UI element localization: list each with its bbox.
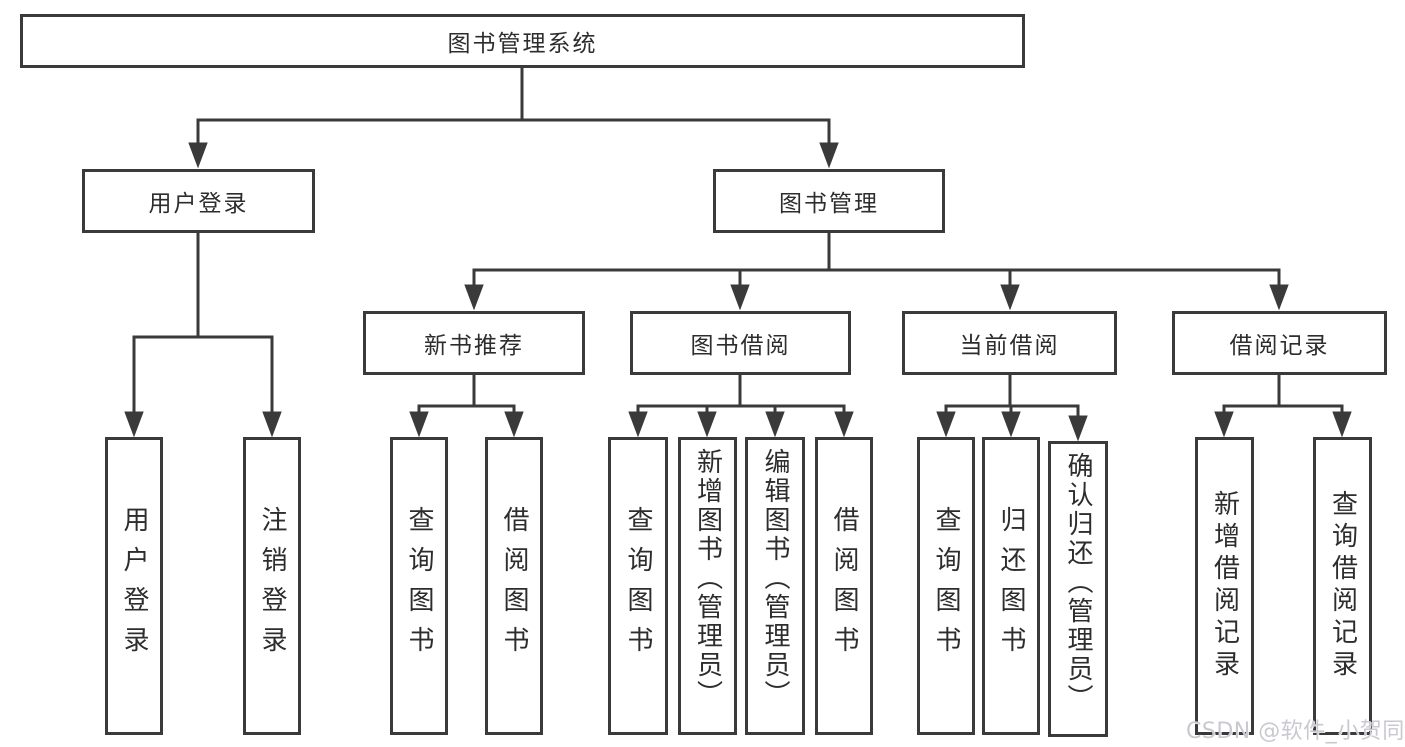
node-book-management: 图书管理	[713, 169, 945, 233]
node-current-borrow: 当前借阅	[902, 311, 1117, 375]
leaf-nb-query-books: 查询图书	[390, 437, 448, 735]
connector-book-mgmt-bus	[464, 232, 1289, 311]
leaf-bb-borrow-books-label: 借阅图书	[829, 506, 859, 666]
node-new-book-recommend-label: 新书推荐	[424, 333, 524, 359]
node-new-book-recommend: 新书推荐	[363, 311, 585, 375]
node-current-borrow-label: 当前借阅	[959, 333, 1060, 359]
node-user-login-label: 用户登录	[148, 191, 249, 217]
leaf-br-add-record-label: 新增借阅记录	[1209, 490, 1240, 682]
connector-root-trunk	[188, 68, 839, 169]
leaf-cb-query-books-label: 查询图书	[931, 506, 961, 666]
leaf-cb-confirm-return-admin: 确认归还（管理员）	[1048, 441, 1108, 737]
leaf-br-add-record: 新增借阅记录	[1195, 437, 1254, 735]
node-borrow-records: 借阅记录	[1172, 311, 1387, 375]
node-user-login: 用户登录	[82, 169, 315, 233]
connector-borrow-records	[1214, 374, 1352, 438]
leaf-br-query-record-label: 查询借阅记录	[1327, 490, 1358, 682]
leaf-logout-label: 注销登录	[257, 506, 287, 666]
connector-new-book-recommend	[409, 374, 524, 438]
connector-user-login-subtree	[124, 232, 282, 438]
leaf-bb-add-books-admin-label: 新增图书（管理员）	[692, 448, 723, 709]
node-root: 图书管理系统	[20, 14, 1025, 68]
leaf-cb-return-books-label: 归还图书	[996, 506, 1026, 666]
connector-current-borrow	[936, 374, 1088, 442]
leaf-bb-query-books: 查询图书	[608, 437, 668, 735]
leaf-bb-query-books-label: 查询图书	[623, 506, 653, 666]
leaf-nb-borrow-books-label: 借阅图书	[499, 506, 529, 666]
node-borrow-records-label: 借阅记录	[1229, 333, 1330, 359]
leaf-bb-edit-books-admin: 编辑图书（管理员）	[745, 437, 805, 735]
leaf-bb-edit-books-admin-label: 编辑图书（管理员）	[760, 448, 790, 709]
connector-book-borrow	[628, 374, 854, 438]
node-root-label: 图书管理系统	[447, 31, 598, 57]
node-book-management-label: 图书管理	[779, 191, 879, 217]
leaf-nb-borrow-books: 借阅图书	[485, 437, 543, 735]
node-book-borrow-label: 图书借阅	[690, 333, 791, 359]
leaf-user-login: 用户登录	[105, 437, 163, 735]
leaf-bb-add-books-admin: 新增图书（管理员）	[678, 437, 737, 735]
csdn-watermark: CSDN @软件_小贺同学	[1186, 719, 1405, 744]
leaf-logout: 注销登录	[243, 437, 301, 735]
node-book-borrow: 图书借阅	[630, 311, 851, 375]
leaf-bb-borrow-books: 借阅图书	[815, 437, 873, 735]
leaf-br-query-record: 查询借阅记录	[1313, 437, 1372, 735]
leaf-cb-confirm-return-admin-label: 确认归还（管理员）	[1063, 452, 1093, 713]
leaf-cb-query-books: 查询图书	[917, 437, 975, 735]
leaf-nb-query-books-label: 查询图书	[404, 506, 434, 666]
leaf-user-login-label: 用户登录	[119, 506, 149, 666]
leaf-cb-return-books: 归还图书	[982, 437, 1040, 735]
